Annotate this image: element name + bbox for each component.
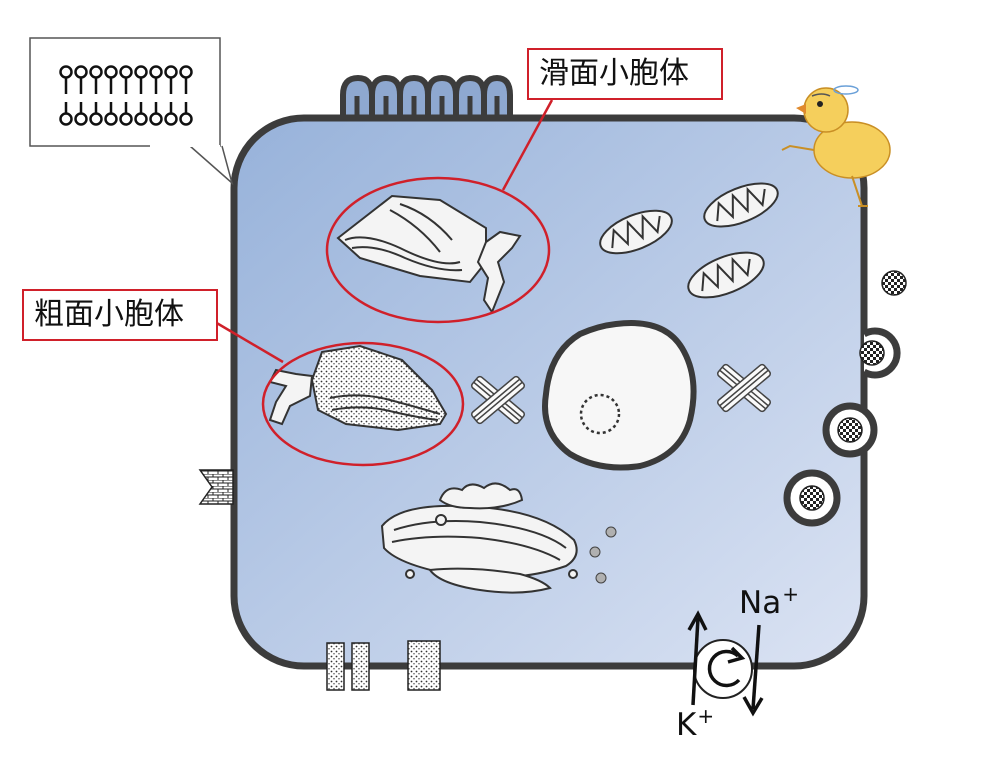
rough-er-leader bbox=[214, 320, 284, 364]
channel-proteins bbox=[326, 640, 441, 691]
smooth-er-label-text: 滑面小胞体 bbox=[539, 56, 689, 91]
smooth-er-label: 滑面小胞体 bbox=[527, 48, 723, 100]
lipid-bilayer-callout bbox=[29, 37, 234, 186]
sodium-symbol: Na bbox=[739, 585, 782, 621]
mitochondria bbox=[599, 182, 779, 299]
smooth-er-leader bbox=[501, 99, 554, 191]
k-in-arrow bbox=[691, 617, 700, 706]
rough-er-label: 粗面小胞体 bbox=[22, 289, 218, 341]
cell-junction bbox=[198, 469, 234, 505]
chick-illustration bbox=[781, 85, 891, 207]
centriole-left bbox=[470, 375, 526, 425]
secretory-vesicles bbox=[589, 526, 617, 584]
sodium-ion-label: Na+ bbox=[739, 584, 799, 619]
na-out-arrow bbox=[751, 624, 761, 710]
golgi-apparatus bbox=[380, 482, 578, 594]
smooth-er bbox=[336, 194, 522, 315]
rough-er bbox=[268, 344, 448, 432]
sodium-charge: + bbox=[782, 582, 799, 606]
potassium-symbol: K bbox=[676, 707, 697, 743]
potassium-charge: + bbox=[697, 704, 715, 728]
nucleus bbox=[542, 320, 697, 471]
endocytosis-pocket bbox=[859, 327, 901, 379]
mitochondrion bbox=[703, 182, 779, 228]
potassium-ion-label: K+ bbox=[676, 706, 714, 741]
microvilli bbox=[340, 74, 513, 120]
phospholipid-icon bbox=[59, 65, 193, 126]
vesicle-budding bbox=[822, 402, 878, 458]
rough-er-highlight bbox=[261, 341, 465, 467]
rough-er-label-text: 粗面小胞体 bbox=[34, 297, 184, 332]
centriole-right bbox=[716, 363, 772, 413]
mitochondrion bbox=[687, 251, 765, 299]
vesicle-outside bbox=[881, 270, 907, 296]
smooth-er-highlight bbox=[325, 176, 551, 324]
mitochondrion bbox=[599, 209, 673, 255]
nucleolus bbox=[579, 393, 621, 435]
vesicle-internal bbox=[783, 469, 841, 527]
sodium-potassium-pump bbox=[687, 610, 764, 717]
